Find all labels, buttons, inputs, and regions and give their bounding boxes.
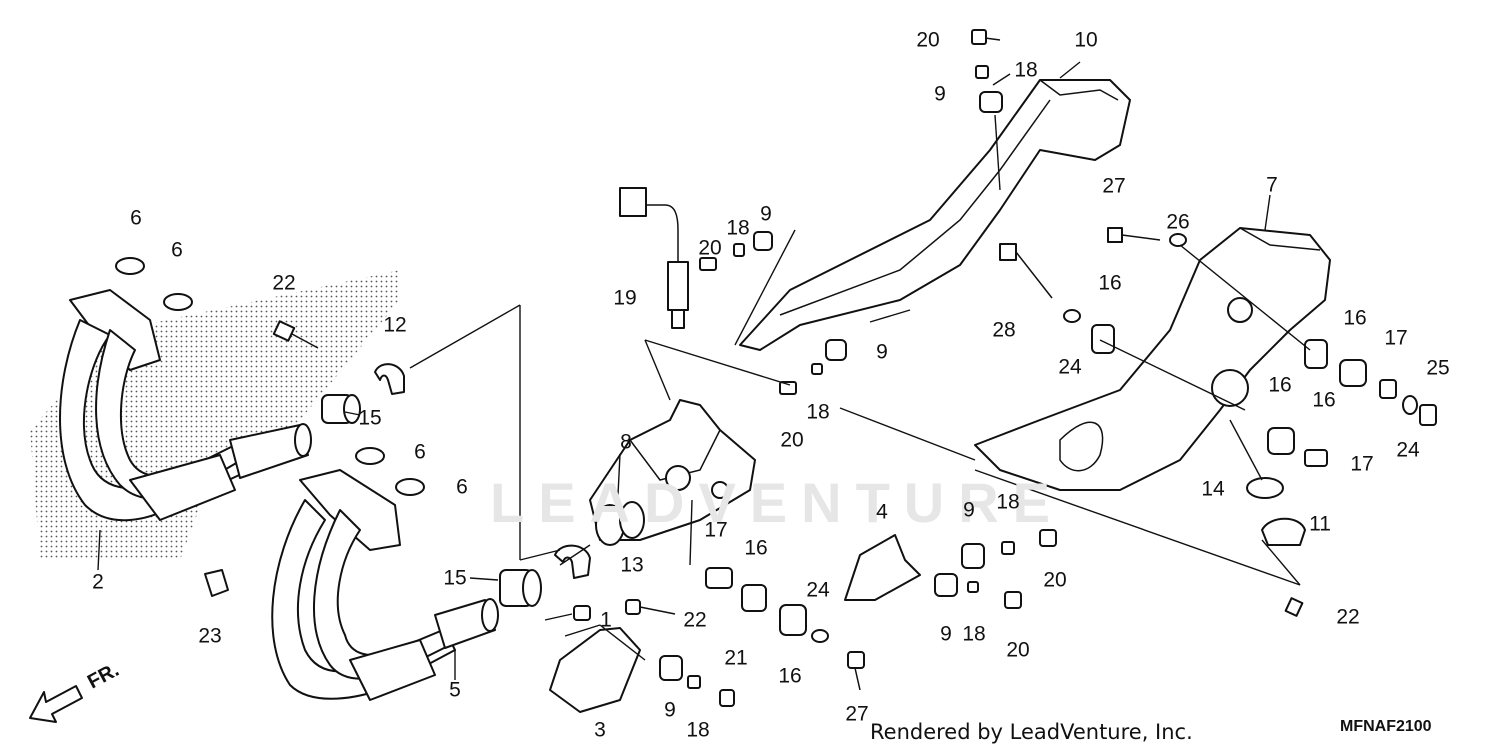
callout-6b: 6 <box>171 238 183 262</box>
gasket-6c <box>355 447 385 465</box>
exhaust-chamber-8 <box>589 399 756 546</box>
callout-20a: 20 <box>916 28 940 52</box>
callout-9b: 9 <box>760 202 772 226</box>
mount-hardware-center <box>573 29 1057 707</box>
callout-2: 2 <box>92 570 104 594</box>
callout-17a: 17 <box>1384 326 1408 350</box>
callout-27b: 27 <box>845 702 869 726</box>
callout-24a: 24 <box>1058 355 1082 379</box>
callout-8: 8 <box>620 430 632 454</box>
exhaust-header-front <box>271 469 499 701</box>
callout-11: 11 <box>1309 512 1331 536</box>
watermark: LEADVENTURE <box>490 471 1065 534</box>
callout-6c: 6 <box>414 440 426 464</box>
callout-7: 7 <box>1266 173 1278 197</box>
callout-9f: 9 <box>664 698 676 722</box>
callout-10: 10 <box>1074 28 1098 52</box>
callout-24b: 24 <box>1396 438 1420 462</box>
oxygen-sensor-19 <box>619 187 689 329</box>
callout-20d: 20 <box>1043 568 1067 592</box>
callout-16a: 16 <box>1098 271 1122 295</box>
callout-21: 21 <box>724 646 748 670</box>
callout-13: 13 <box>620 553 644 577</box>
callout-9c: 9 <box>876 340 888 364</box>
callout-18e: 18 <box>962 622 986 646</box>
render-credit: Rendered by LeadVenture, Inc. <box>870 720 1193 744</box>
muffler-7 <box>974 227 1331 491</box>
callout-16e: 16 <box>744 536 768 560</box>
gasket-15-upper <box>321 394 361 424</box>
callout-6a: 6 <box>130 206 142 230</box>
callout-25: 25 <box>1426 356 1450 380</box>
callout-24c: 24 <box>806 578 830 602</box>
gasket-6a <box>115 257 145 275</box>
callout-17b: 17 <box>1350 452 1374 476</box>
callout-18c: 18 <box>806 400 830 424</box>
callout-9e: 9 <box>940 622 952 646</box>
callout-1: 1 <box>600 608 612 632</box>
nut-23 <box>204 569 229 597</box>
callout-22c: 22 <box>1336 605 1360 629</box>
callout-17c: 17 <box>704 518 728 542</box>
callout-23: 23 <box>198 624 222 648</box>
callout-12: 12 <box>383 313 407 337</box>
callout-18f: 18 <box>686 718 710 742</box>
callout-22a: 22 <box>272 271 296 295</box>
callout-18d: 18 <box>996 490 1020 514</box>
callout-26: 26 <box>1166 210 1190 234</box>
callout-20e: 20 <box>1006 638 1030 662</box>
gasket-6b <box>163 293 193 311</box>
clamp-13 <box>554 544 591 579</box>
diagram-code: MFNAF2100 <box>1340 718 1432 735</box>
heat-shield-10 <box>739 79 1131 351</box>
callout-16f: 16 <box>778 664 802 688</box>
callout-15b: 15 <box>443 566 467 590</box>
callout-4: 4 <box>876 500 888 524</box>
callout-27a: 27 <box>1102 174 1126 198</box>
callout-9d: 9 <box>963 498 975 522</box>
callout-3: 3 <box>594 718 606 742</box>
callout-16d: 16 <box>1268 373 1292 397</box>
callout-28: 28 <box>992 318 1016 342</box>
callout-18b: 18 <box>726 216 750 240</box>
guard-3 <box>549 627 641 713</box>
callout-15a: 15 <box>358 406 382 430</box>
callout-19: 19 <box>613 286 637 310</box>
callout-16c: 16 <box>1312 388 1336 412</box>
callout-20c: 20 <box>780 428 804 452</box>
callout-14: 14 <box>1201 477 1225 501</box>
callout-18a: 18 <box>1014 58 1038 82</box>
callout-5: 5 <box>449 678 461 702</box>
leader-lines <box>97 37 1311 680</box>
front-arrow-icon <box>29 685 83 723</box>
exhaust-header-rear <box>59 289 312 522</box>
bolt-22-upper <box>272 320 319 349</box>
callout-6d: 6 <box>456 475 468 499</box>
mount-hardware-right <box>999 227 1437 617</box>
callout-9a: 9 <box>934 82 946 106</box>
guard-4 <box>844 534 921 601</box>
clamp-12 <box>374 363 405 395</box>
callout-16b: 16 <box>1343 306 1367 330</box>
callout-22b: 22 <box>683 608 707 632</box>
gasket-6d <box>395 478 425 496</box>
gasket-15-lower <box>499 569 542 607</box>
callout-20b: 20 <box>698 236 722 260</box>
